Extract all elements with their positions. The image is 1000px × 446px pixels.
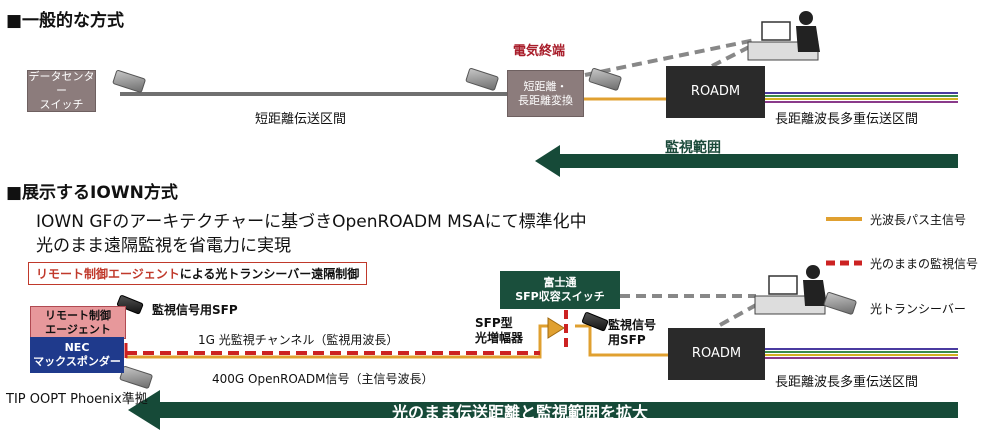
- channel-1g-label: 1G 光監視チャンネル（監視用波長）: [198, 333, 399, 347]
- monitoring-range-label: 監視範囲: [665, 140, 721, 156]
- legend-monitor-signal-label: 光のままの監視信号: [870, 257, 979, 271]
- operator-workstation-icon: [747, 11, 820, 61]
- monitor-sfp-dark-icon: [581, 312, 609, 332]
- mgmt-dashed-line-4: [719, 298, 766, 327]
- converter-box: 短距離・ 長距離変換: [507, 70, 584, 117]
- long-section-label-2: 長距離波長多重伝送区間: [775, 375, 919, 390]
- nec-muxponder-box: NEC マックスポンダー: [30, 337, 124, 373]
- monitor-sfp-dark-icon: [116, 295, 144, 315]
- monitor-sfp-label-2: 監視信号 用SFP: [608, 318, 657, 347]
- electric-termination-label: 電気終端: [513, 44, 566, 59]
- monitoring-range-arrow: [535, 145, 958, 177]
- operator-workstation-icon: [754, 265, 827, 315]
- remote-agent-box: リモート制御 エージェント: [30, 306, 126, 339]
- description-line-2: 光のまま遠隔監視を省電力に実現: [36, 236, 291, 256]
- phoenix-label: TIP OOPT Phoenix準拠: [6, 392, 148, 407]
- roadm-box-2: ROADM: [668, 328, 765, 380]
- wdm-fiber-bundle-bottom: [765, 348, 958, 359]
- main-signal-path-2: [575, 324, 668, 357]
- transceiver-icon: [119, 366, 153, 389]
- mgmt-dashed-line: [584, 38, 756, 77]
- legend-transceiver-icon: [823, 292, 857, 315]
- signal-400g-label: 400G OpenROADM信号（主信号波長）: [212, 372, 434, 386]
- transceiver-icon: [112, 70, 146, 93]
- datacenter-switch-box: データセンター スイッチ: [27, 70, 96, 112]
- extended-range-arrow: [128, 390, 958, 430]
- fujitsu-switch-box: 富士通 SFP収容スイッチ: [500, 271, 620, 309]
- sfp-amplifier-icon: [547, 317, 565, 339]
- roadm-box: ROADM: [666, 66, 765, 118]
- extended-range-label: 光のまま伝送距離と監視範囲を拡大: [392, 403, 649, 422]
- monitor-sfp-label: 監視信号用SFP: [152, 303, 238, 317]
- main-signal-path: [126, 324, 552, 359]
- long-section-label: 長距離波長多重伝送区間: [775, 112, 919, 127]
- short-section-label: 短距離伝送区間: [255, 112, 347, 127]
- remote-agent-callout: リモート制御エージェントによる光トランシーバー遠隔制御: [28, 262, 368, 285]
- remote-agent-rest: による光トランシーバー遠隔制御: [179, 267, 360, 281]
- section2-title: ■展示するIOWN方式: [6, 183, 178, 203]
- transceiver-icon: [465, 68, 499, 91]
- description-line-1: IOWN GFのアーキテクチャーに基づきOpenROADM MSAにて標準化中: [36, 212, 587, 232]
- wdm-fiber-bundle-top: [765, 92, 958, 103]
- section1-title: ■一般的な方式: [6, 11, 125, 31]
- remote-agent-highlight: リモート制御エージェント: [36, 267, 180, 281]
- legend-transceiver-label: 光トランシーバー: [870, 302, 966, 316]
- legend-main-signal-label: 光波長パス主信号: [870, 213, 967, 227]
- transceiver-icon: [588, 68, 622, 91]
- sfp-amplifier-label: SFP型 光増幅器: [475, 316, 524, 345]
